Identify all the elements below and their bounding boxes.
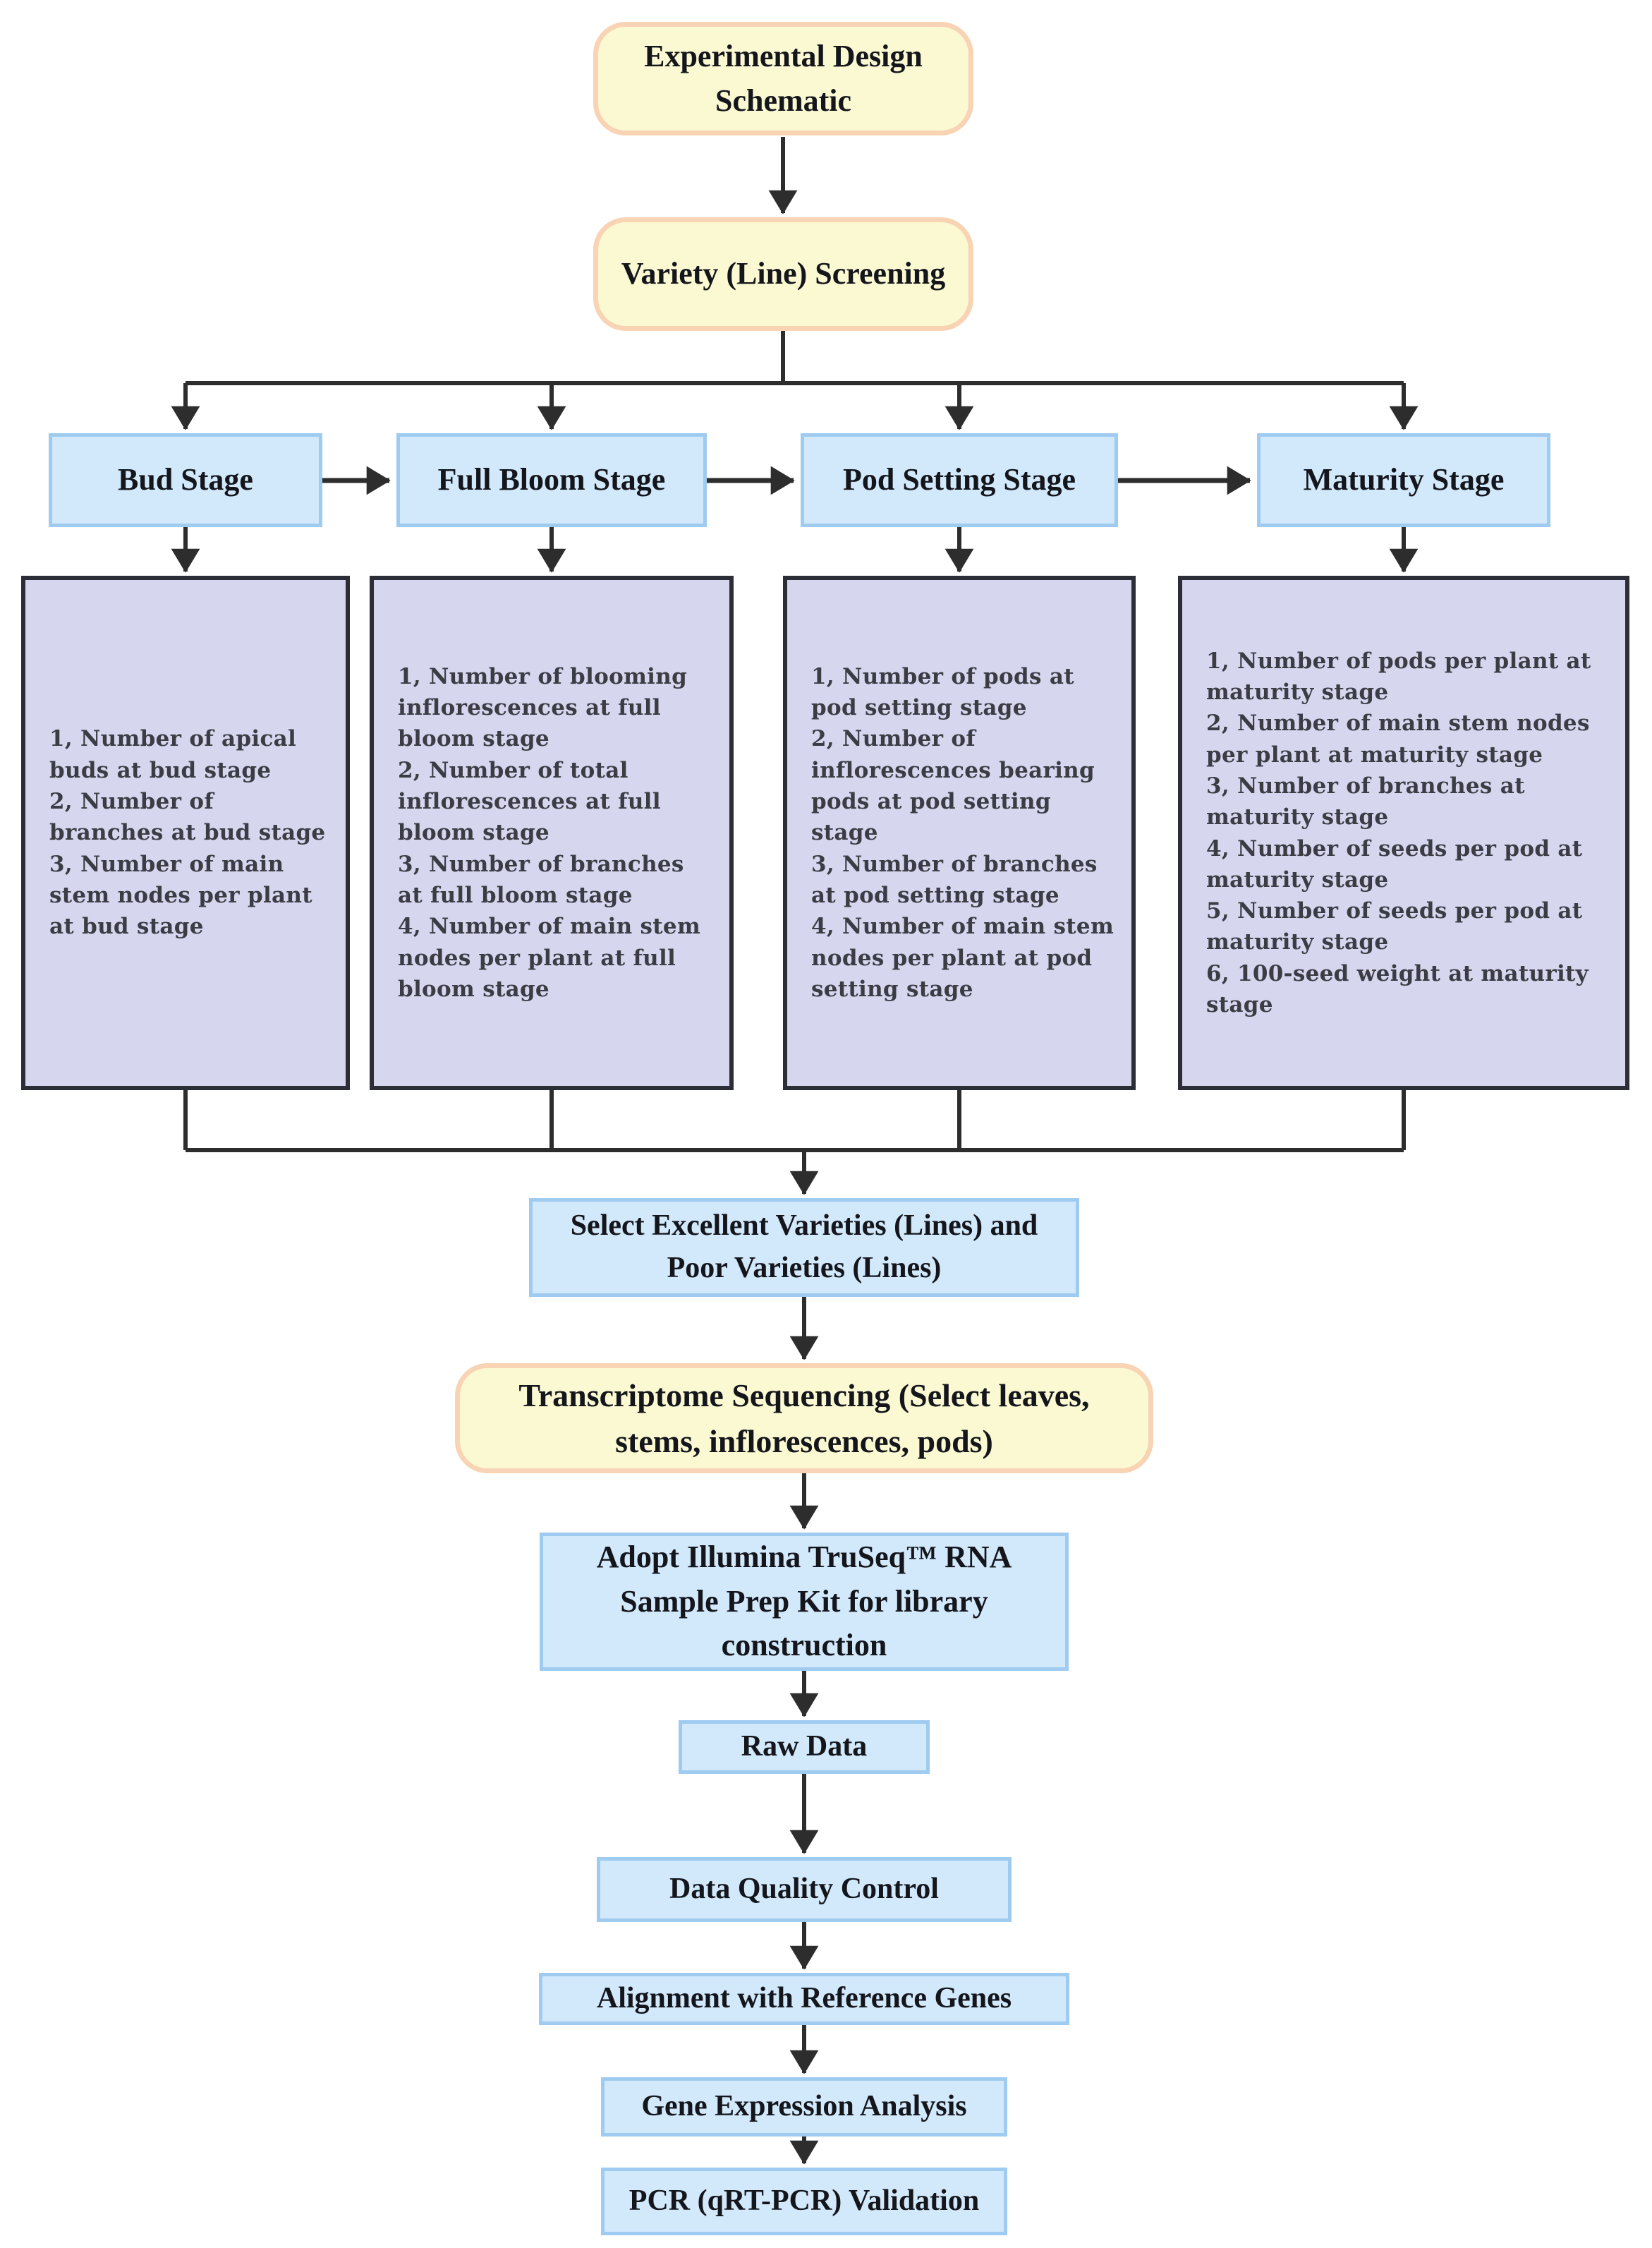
trait-item: 4, Number of main stem nodes per plant a… bbox=[398, 914, 701, 1002]
panel-maturity-traits: 1, Number of pods per plant at maturity … bbox=[1178, 576, 1629, 1090]
trait-item: 3, Number of branches at full bloom stag… bbox=[398, 851, 684, 908]
node-gene-expression-analysis: Gene Expression Analysis bbox=[601, 2077, 1007, 2137]
node-raw-data: Raw Data bbox=[679, 1720, 930, 1774]
node-stage-bud: Bud Stage bbox=[49, 433, 322, 527]
node-select-varieties: Select Excellent Varieties (Lines) and P… bbox=[529, 1198, 1079, 1297]
trait-item: 1, Number of pods at pod setting stage bbox=[811, 663, 1074, 721]
trait-item: 6, 100-seed weight at maturity stage bbox=[1206, 960, 1589, 1018]
trait-item: 1, Number of apical buds at bud stage bbox=[49, 726, 297, 783]
trait-item: 3, Number of main stem nodes per plant a… bbox=[49, 851, 312, 940]
trait-item: 4, Number of seeds per pod at maturity s… bbox=[1206, 835, 1583, 893]
trait-item: 5, Number of seeds per pod at maturity s… bbox=[1206, 898, 1583, 955]
panel-bud-traits: 1, Number of apical buds at bud stage 2, … bbox=[21, 576, 350, 1090]
node-stage-maturity: Maturity Stage bbox=[1257, 433, 1550, 527]
node-data-quality-control: Data Quality Control bbox=[597, 1857, 1012, 1922]
node-alignment-reference-genes: Alignment with Reference Genes bbox=[539, 1973, 1069, 2025]
panel-full-bloom-traits: 1, Number of blooming inflorescences at … bbox=[370, 576, 734, 1090]
node-transcriptome-sequencing: Transcriptome Sequencing (Select leaves,… bbox=[455, 1363, 1153, 1473]
node-pcr-validation: PCR (qRT-PCR) Validation bbox=[601, 2168, 1007, 2235]
trait-item: 2, Number of branches at bud stage bbox=[49, 789, 326, 846]
trait-item: 4, Number of main stem nodes per plant a… bbox=[811, 914, 1115, 1002]
node-variety-line-screening: Variety (Line) Screening bbox=[593, 217, 973, 331]
node-library-construction: Adopt Illumina TruSeq™ RNA Sample Prep K… bbox=[540, 1533, 1069, 1671]
trait-item: 2, Number of total inflorescences at ful… bbox=[398, 757, 661, 846]
node-stage-full-bloom: Full Bloom Stage bbox=[396, 433, 707, 527]
trait-item: 1, Number of pods per plant at maturity … bbox=[1206, 648, 1591, 705]
trait-item: 2, Number of inflorescences bearing pods… bbox=[811, 726, 1095, 846]
node-stage-pod-setting: Pod Setting Stage bbox=[801, 433, 1118, 527]
node-experimental-design-schematic: Experimental Design Schematic bbox=[593, 22, 973, 135]
trait-item: 3, Number of branches at maturity stage bbox=[1206, 773, 1525, 830]
trait-item: 1, Number of blooming inflorescences at … bbox=[398, 663, 688, 752]
trait-item: 3, Number of branches at pod setting sta… bbox=[811, 851, 1098, 908]
trait-item: 2, Number of main stem nodes per plant a… bbox=[1206, 711, 1590, 768]
